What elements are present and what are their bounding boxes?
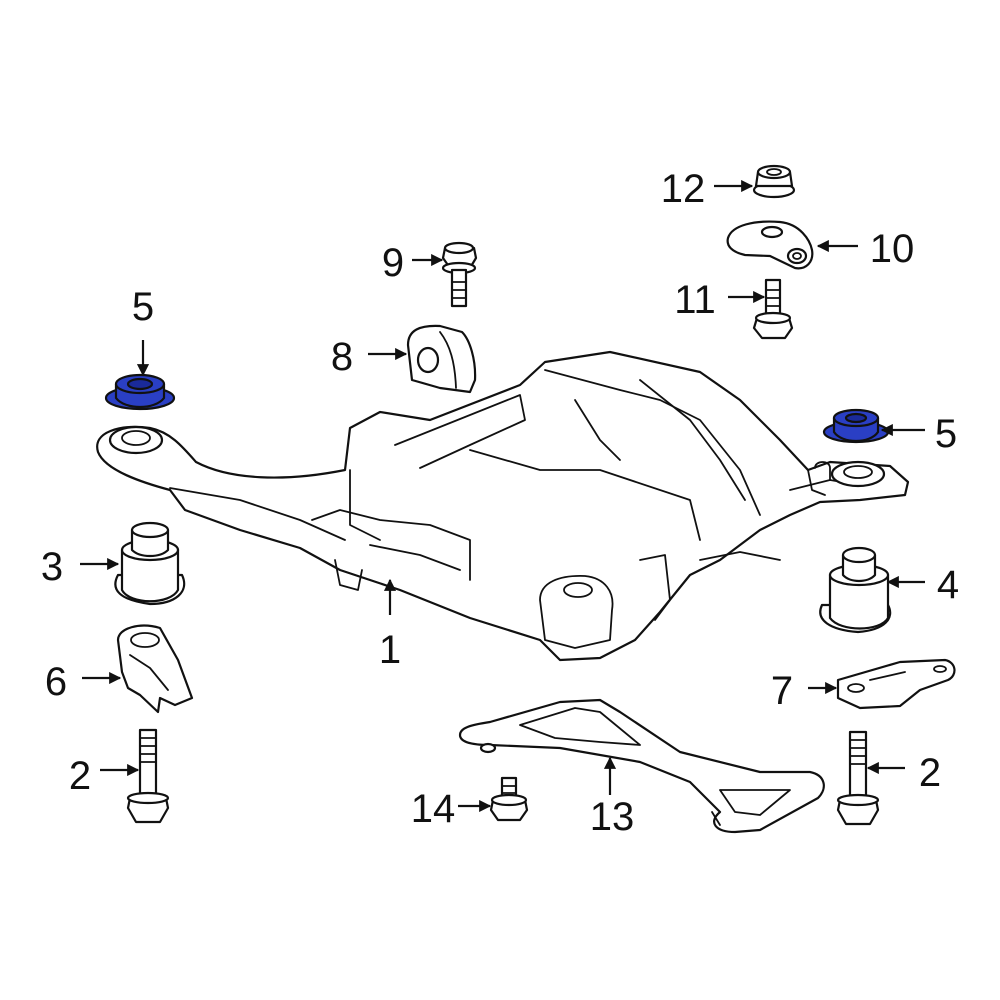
- nut-part-5-left[interactable]: [104, 373, 176, 411]
- callout-5-right: 5: [935, 412, 957, 456]
- nut-part-5-right[interactable]: [822, 408, 890, 444]
- callout-3: 3: [41, 545, 63, 589]
- callout-4: 4: [937, 563, 959, 607]
- callout-5-left: 5: [132, 285, 154, 329]
- callout-9: 9: [382, 241, 404, 285]
- callout-7: 7: [771, 669, 793, 713]
- callout-1: 1: [379, 628, 401, 672]
- callout-14: 14: [411, 787, 456, 831]
- callout-10: 10: [870, 227, 915, 271]
- bolt-part-14[interactable]: [489, 776, 529, 822]
- callout-8: 8: [331, 335, 353, 379]
- subframe-part-1[interactable]: [96, 350, 910, 662]
- nut-part-12[interactable]: [752, 164, 796, 199]
- shield-part-6[interactable]: [116, 624, 194, 714]
- callout-6: 6: [45, 660, 67, 704]
- bolt-part-11[interactable]: [752, 278, 794, 340]
- bolt-part-9[interactable]: [441, 241, 478, 308]
- brace-part-13[interactable]: [458, 698, 825, 834]
- leader-lines: [80, 179, 925, 813]
- bracket-part-10[interactable]: [726, 220, 814, 270]
- bolt-part-2-left[interactable]: [126, 728, 170, 824]
- mount-part-8[interactable]: [406, 324, 477, 394]
- callout-labels: 1 2 2 3 4 5 5 6 7 8 9 10 11 12 13 14: [41, 167, 959, 839]
- bracket-part-7[interactable]: [836, 658, 956, 710]
- callout-2-left: 2: [69, 754, 91, 798]
- callout-2-right: 2: [919, 751, 941, 795]
- bolt-part-2-right[interactable]: [836, 730, 880, 826]
- bushing-part-4[interactable]: [819, 546, 892, 634]
- callout-13: 13: [590, 795, 635, 839]
- callout-12: 12: [661, 167, 706, 211]
- callout-11: 11: [674, 278, 716, 322]
- bushing-part-3[interactable]: [114, 521, 186, 606]
